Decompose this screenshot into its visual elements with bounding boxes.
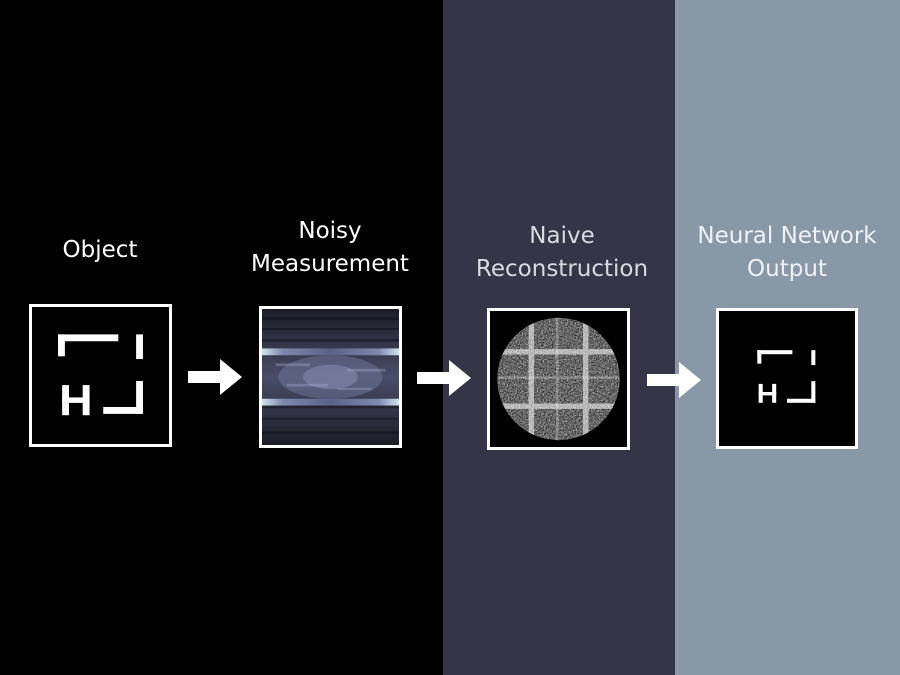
label-neural-network-output: Neural Network Output (697, 223, 877, 282)
label-noisy-measurement: Noisy Measurement (251, 218, 409, 277)
arrow-right-icon (186, 354, 246, 400)
label-object: Object (62, 237, 138, 263)
arrow-right-icon (415, 355, 475, 401)
object-image (29, 304, 172, 447)
sinogram-icon (262, 309, 399, 445)
hl-logo-icon (719, 311, 855, 446)
hl-logo-icon (32, 307, 169, 444)
label-naive-reconstruction: Naive Reconstruction (475, 223, 649, 282)
network-output-image (716, 308, 858, 449)
sinogram-image (259, 306, 402, 448)
naive-reconstruction-image (487, 308, 630, 450)
arrow-right-icon (645, 357, 705, 403)
noisy-reconstruction-icon (490, 311, 627, 447)
